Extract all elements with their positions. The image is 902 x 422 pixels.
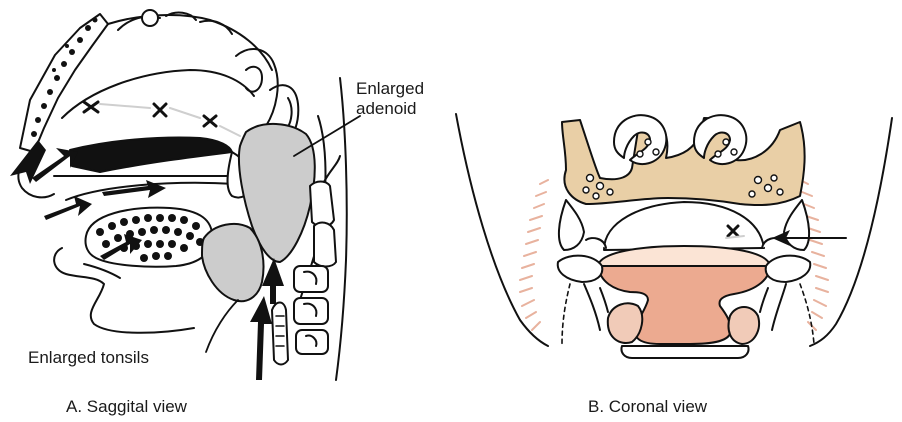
coronal-view: [456, 114, 892, 358]
sagittal-view: [10, 10, 360, 380]
face-contour-right: [810, 118, 892, 346]
hard-palate: [70, 138, 232, 173]
sphenoid-region: [236, 49, 278, 126]
nasal-faint-arrows: [100, 104, 240, 136]
mandible-left-dashed: [562, 284, 570, 344]
skull-outline: [108, 15, 272, 70]
nasopharynx-arch: [604, 202, 764, 250]
tonsils-leader-line: [206, 300, 238, 352]
neck-outline: [336, 78, 347, 380]
ramus-left: [584, 284, 608, 330]
enlarged-tonsils-label: Enlarged tonsils: [28, 348, 149, 368]
ramus-right: [760, 284, 786, 330]
ethmoid-cell: [142, 10, 158, 26]
x-mark-icon: [204, 116, 216, 126]
adenoid-label-line1: Enlarged: [356, 79, 466, 99]
oropharynx-base: [621, 346, 748, 358]
x-mark-icon: [84, 102, 98, 112]
epiglottis: [272, 303, 288, 365]
coronal-view-caption: B. Coronal view: [588, 397, 707, 417]
black-arrow-icon: [250, 296, 272, 380]
adenoid-label-line2: adenoid: [356, 99, 466, 119]
sagittal-view-caption: A. Saggital view: [66, 397, 187, 417]
mandible: [84, 264, 120, 278]
mandible-right-dashed: [800, 284, 814, 344]
nasal-obstruction-marks: [84, 102, 216, 126]
x-mark-icon: [154, 104, 166, 116]
enlarged-tonsil: [202, 224, 264, 301]
tonsil-left: [608, 303, 642, 343]
tonsil-right: [729, 307, 760, 344]
black-arrow-icon: [262, 258, 284, 304]
enlarged-adenoid-label: Enlarged adenoid: [356, 79, 466, 119]
